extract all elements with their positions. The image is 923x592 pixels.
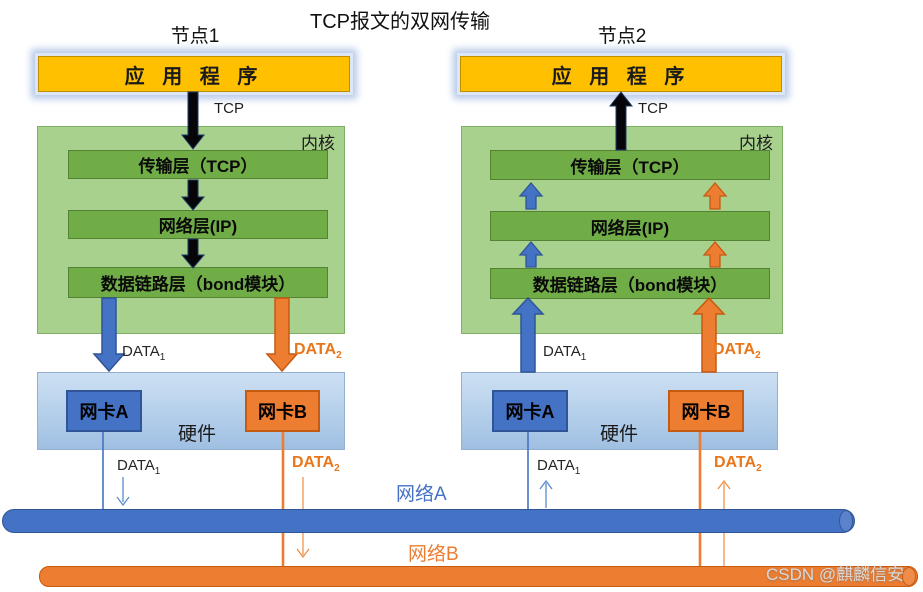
- node2-data2-thin-arrow-head: [717, 480, 731, 490]
- node1-hw-data2-label: DATA2: [292, 454, 340, 474]
- node2-nic-a-box: 网卡A: [492, 390, 568, 432]
- node1-datalink-layer-box: 数据链路层（bond模块）: [68, 267, 328, 298]
- node2-datalink-layer-box: 数据链路层（bond模块）: [490, 268, 770, 299]
- data-sub: 1: [580, 352, 587, 363]
- node2-tcp-label: TCP: [638, 100, 668, 117]
- node2-hardware-label: 硬件: [600, 424, 639, 445]
- network-a-bar-cap: [839, 510, 853, 532]
- data-text: DATA: [292, 454, 335, 471]
- node2-nic-b-box: 网卡B: [668, 390, 744, 432]
- data-sub: 1: [154, 466, 161, 477]
- data-sub: 1: [159, 352, 166, 363]
- node1-kernel-data1-label: DATA1: [122, 343, 165, 363]
- network-a-label: 网络A: [396, 484, 447, 505]
- node1-application-box: 应 用 程 序: [38, 56, 350, 92]
- node2-title: 节点2: [597, 26, 647, 47]
- node1-data2-thin-arrow-head: [296, 548, 310, 558]
- node2-network-layer-box: 网络层(IP): [490, 211, 770, 241]
- network-b-bar-cap: [902, 567, 916, 586]
- data-text: DATA: [122, 343, 160, 360]
- node2-hw-data2-label: DATA2: [714, 454, 762, 474]
- diagram-title: TCP报文的双网传输: [310, 11, 490, 33]
- node1-kernel-label: 内核: [301, 134, 335, 153]
- data-text: DATA: [714, 454, 757, 471]
- data-text: DATA: [294, 341, 337, 358]
- network-b-label: 网络B: [408, 544, 459, 565]
- csdn-watermark: CSDN @麒麟信安: [766, 565, 905, 584]
- data-text: DATA: [117, 457, 155, 474]
- network-a-bar: [2, 509, 855, 533]
- node1-tcp-label: TCP: [214, 100, 244, 117]
- data-text: DATA: [537, 457, 575, 474]
- data-sub: 2: [756, 463, 762, 475]
- data-sub: 2: [336, 350, 342, 362]
- node1-network-layer-box: 网络层(IP): [68, 210, 328, 239]
- data-text: DATA: [713, 341, 756, 358]
- data-sub: 2: [755, 350, 761, 362]
- node2-data1-thin-arrow-head: [539, 479, 553, 490]
- node1-data1-thin-arrow-head: [116, 496, 130, 507]
- network-b-bar: [39, 566, 918, 587]
- node2-transport-layer-box: 传输层（TCP）: [490, 150, 770, 180]
- node1-hardware-label: 硬件: [178, 424, 217, 445]
- node1-transport-layer-box: 传输层（TCP）: [68, 150, 328, 179]
- node1-hw-data1-label: DATA1: [117, 457, 160, 477]
- data-sub: 1: [574, 466, 581, 477]
- data-sub: 2: [334, 463, 340, 475]
- node2-kernel-data1-label: DATA1: [543, 343, 586, 363]
- node1-nic-a-box: 网卡A: [66, 390, 142, 432]
- node2-hw-data1-label: DATA1: [537, 457, 580, 477]
- node1-kernel-data2-label: DATA2: [294, 341, 342, 361]
- node2-kernel-label: 内核: [739, 134, 773, 153]
- node1-title: 节点1: [170, 26, 220, 47]
- node2-kernel-data2-label: DATA2: [713, 341, 761, 361]
- node1-nic-b-box: 网卡B: [245, 390, 320, 432]
- data-text: DATA: [543, 343, 581, 360]
- node2-application-box: 应 用 程 序: [460, 56, 782, 92]
